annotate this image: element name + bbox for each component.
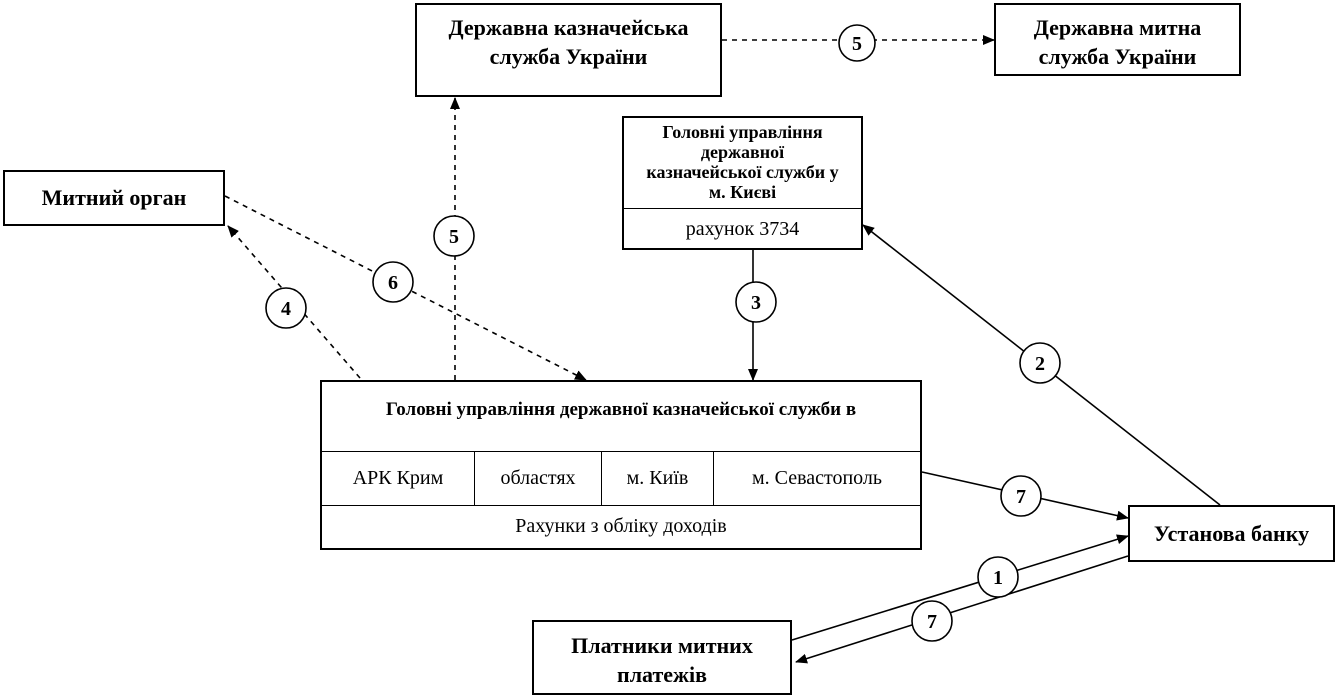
arrow-bank-to-payers [795, 555, 1129, 664]
box-gu-kyiv: Головні управління державної казначейськ… [622, 116, 863, 250]
box-dmsu-label: Державна митна служба України [1033, 15, 1202, 69]
step-circle-4: 4 [265, 287, 307, 329]
svg-text:4: 4 [281, 298, 291, 320]
step-circle-6: 6 [372, 261, 414, 303]
box-mytnyi-organ-label: Митний орган [41, 185, 187, 210]
svg-text:3: 3 [751, 292, 761, 314]
box-dkss-label: Державна казначейська служба України [448, 15, 689, 69]
step-circle-1: 1 [977, 556, 1019, 598]
region-cell-kyiv: м. Київ [602, 452, 714, 505]
arrow-payers-to-bank [791, 534, 1129, 641]
step-circle-5-top: 5 [838, 24, 876, 62]
region-cell-sevastopol: м. Севастополь [751, 467, 883, 489]
svg-text:2: 2 [1035, 353, 1045, 375]
box-dkss: Державна казначейська служба України [415, 3, 722, 97]
svg-text:6: 6 [388, 272, 398, 294]
arrow-gu-to-bank [921, 471, 1129, 521]
regions-row: АРК Крим областях м. Київ м. Севастополь [322, 451, 920, 506]
box-dmsu: Державна митна служба України [994, 3, 1241, 76]
box-gu-kyiv-divider [624, 208, 861, 209]
region-cell-oblasti: областях [475, 452, 602, 505]
step-circle-2: 2 [1019, 342, 1061, 384]
box-gu-kyiv-account: рахунок 3734 [685, 218, 800, 240]
svg-text:5: 5 [449, 226, 459, 248]
box-mytnyi-organ: Митний орган [3, 170, 225, 226]
box-gu-main: Головні управління державної казначейськ… [320, 380, 922, 550]
svg-text:7: 7 [927, 611, 937, 633]
box-gu-kyiv-title: Головні управління державної казначейськ… [646, 122, 839, 202]
arrow-gu-to-mytnyi [227, 225, 361, 379]
box-bank-label: Установа банку [1153, 521, 1310, 546]
svg-text:1: 1 [993, 567, 1003, 589]
step-circle-7-bottom: 7 [911, 600, 953, 642]
box-bank: Установа банку [1128, 505, 1335, 562]
step-circle-5-mid: 5 [433, 215, 475, 257]
step-circle-3: 3 [735, 281, 777, 323]
arrow-mytnyi-to-gu [224, 195, 587, 381]
step-circle-7-top: 7 [1000, 475, 1042, 517]
box-gu-main-title: Головні управління державної казначейськ… [385, 399, 857, 420]
svg-text:5: 5 [852, 33, 862, 55]
box-gu-main-accounts: Рахунки з обліку доходів [515, 515, 727, 537]
box-payers-label: Платники митних платежів [571, 633, 753, 687]
svg-text:7: 7 [1016, 486, 1026, 508]
box-payers: Платники митних платежів [532, 620, 792, 695]
region-cell-crimea: АРК Крим [322, 452, 475, 505]
